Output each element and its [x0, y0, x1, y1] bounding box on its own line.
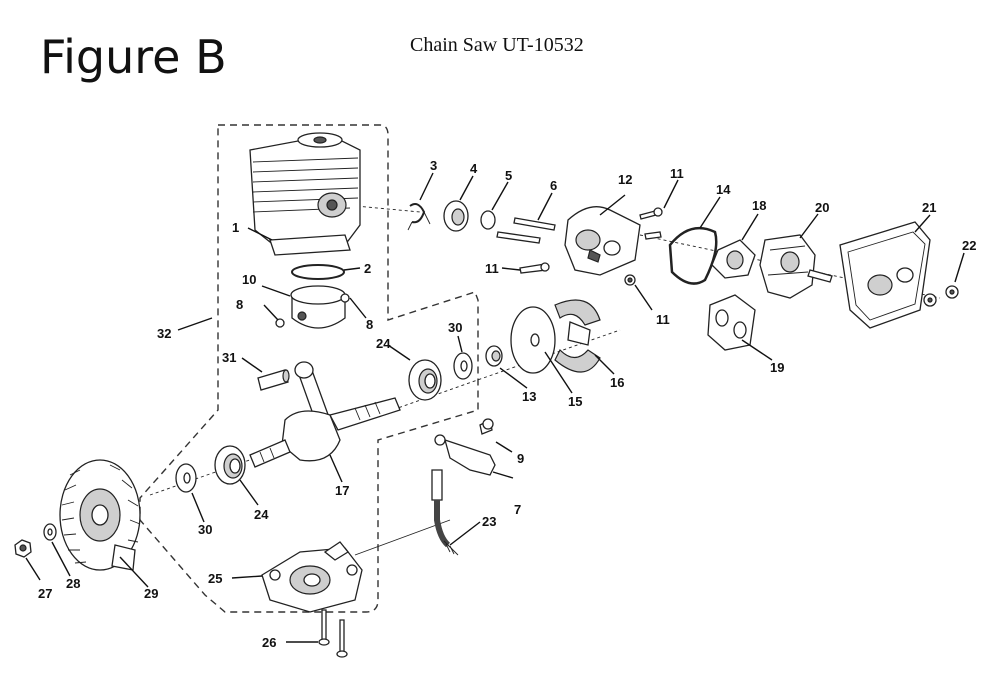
flywheel-washer-part [43, 523, 57, 541]
sprocket-part [443, 200, 469, 232]
screw-top [639, 207, 663, 220]
callout-12: 12 [618, 172, 632, 187]
callout-27: 27 [38, 586, 52, 601]
callout-24-lower: 24 [254, 507, 269, 522]
piston-ring-part [291, 264, 345, 280]
intake-bracket-part [707, 294, 756, 351]
oil-pump-part [564, 206, 641, 276]
callout-18: 18 [752, 198, 766, 213]
callout-20: 20 [815, 200, 829, 215]
carburetor-part [759, 234, 833, 299]
callout-11-right: 11 [656, 312, 670, 327]
figure-title: Figure B [40, 30, 227, 84]
washer-upper [453, 352, 473, 380]
callout-30-lower: 30 [198, 522, 212, 537]
insulator-part [711, 239, 756, 279]
callout-21: 21 [922, 200, 936, 215]
callout-11-left: 11 [485, 261, 499, 276]
crankcase-part [261, 541, 363, 613]
flywheel-part [59, 459, 141, 571]
callout-32: 32 [157, 326, 171, 341]
callout-25: 25 [208, 571, 222, 586]
piston-pin-part [257, 369, 290, 391]
callout-5: 5 [505, 168, 512, 183]
callout-2: 2 [364, 261, 371, 276]
callout-7: 7 [514, 502, 521, 517]
callout-14: 14 [716, 182, 731, 197]
callout-26: 26 [262, 635, 276, 650]
clutch-drum-part [510, 306, 556, 374]
callout-31: 31 [222, 350, 236, 365]
callout-28: 28 [66, 576, 80, 591]
leader-lines [25, 172, 965, 643]
nut-filter [923, 293, 937, 307]
gasket-part [668, 226, 718, 285]
callout-29: 29 [144, 586, 158, 601]
callout-4: 4 [470, 161, 478, 176]
bearing-upper [408, 359, 442, 401]
callout-30-upper: 30 [448, 320, 462, 335]
flywheel-nut-part [14, 539, 32, 558]
clutch-shoe-part [554, 299, 601, 373]
callout-8-right: 8 [366, 317, 373, 332]
mounting-bolts-part [496, 217, 556, 244]
cover-axis-line [354, 519, 451, 556]
washer-lower [175, 463, 197, 493]
piston-pin-clip-left [275, 318, 285, 328]
oil-line-fitting-part [431, 434, 496, 501]
oil-hose-part [434, 500, 459, 556]
callout-11-top: 11 [670, 166, 684, 181]
callout-24-upper: 24 [376, 336, 391, 351]
callout-13: 13 [522, 389, 536, 404]
crankcase-screw-1 [318, 609, 330, 646]
callout-16: 16 [610, 375, 624, 390]
spacer-part [485, 345, 503, 367]
crankcase-screw-2 [336, 619, 348, 658]
callout-15: 15 [568, 394, 582, 409]
callout-22: 22 [962, 238, 976, 253]
air-filter-base-part [839, 221, 931, 329]
callout-10: 10 [242, 272, 256, 287]
screw-right [624, 274, 636, 286]
callout-17: 17 [335, 483, 349, 498]
oil-line-bolt-part [479, 418, 494, 435]
callout-3: 3 [430, 158, 437, 173]
piston-part [290, 285, 346, 329]
screw-left [519, 262, 550, 274]
callout-6: 6 [550, 178, 557, 193]
callout-19: 19 [770, 360, 784, 375]
screw-extra [644, 231, 662, 240]
piston-pin-clip-right [340, 293, 350, 303]
bearing-lower [214, 445, 246, 485]
circlip-part [407, 203, 431, 231]
nut-right [945, 285, 959, 299]
callout-9: 9 [517, 451, 524, 466]
callout-8-left: 8 [236, 297, 243, 312]
cylinder-part [249, 132, 361, 256]
assembly-group-boundary [139, 124, 479, 613]
washer-part [480, 210, 496, 230]
document-title: Chain Saw UT-10532 [410, 34, 584, 56]
callout-1: 1 [232, 220, 239, 235]
crankshaft-part [249, 361, 401, 468]
callout-23: 23 [482, 514, 496, 529]
